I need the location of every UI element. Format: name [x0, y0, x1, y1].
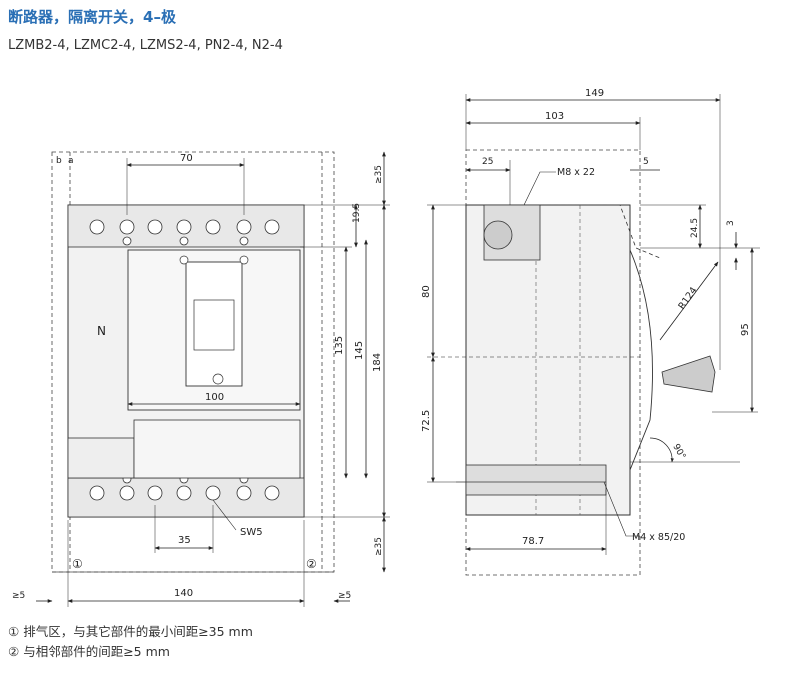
svg-text:19.5: 19.5	[352, 203, 362, 223]
svg-text:78.7: 78.7	[522, 536, 544, 547]
svg-text:R124: R124	[676, 285, 699, 312]
marker-2: ②	[306, 557, 317, 571]
svg-text:3: 3	[726, 220, 736, 226]
svg-text:70: 70	[180, 153, 193, 164]
svg-text:145: 145	[354, 341, 365, 360]
svg-text:b: b	[56, 156, 62, 166]
side-view: 149 103 25 M8 x 22 5 24.5 3 80 72.5	[421, 88, 760, 576]
marker-1: ①	[72, 557, 83, 571]
aux-switch-label: SW5	[240, 527, 263, 538]
neutral-pole-label: N	[97, 324, 106, 338]
bottom-screw	[465, 464, 607, 496]
svg-text:149: 149	[585, 88, 604, 99]
svg-text:90°: 90°	[670, 443, 687, 462]
svg-text:≥5: ≥5	[12, 591, 25, 601]
svg-text:135: 135	[334, 336, 345, 355]
svg-text:a: a	[68, 156, 74, 166]
svg-text:140: 140	[174, 588, 193, 599]
svg-text:35: 35	[178, 535, 191, 546]
svg-text:≥5: ≥5	[338, 591, 351, 601]
side-handle	[661, 355, 716, 393]
screw-top-label: M8 x 22	[557, 167, 595, 178]
top-terminals	[89, 219, 280, 246]
model-list: LZMB2-4, LZMC2-4, LZMS2-4, PN2-4, N2-4	[8, 38, 283, 53]
svg-text:100: 100	[205, 392, 224, 403]
svg-text:103: 103	[545, 111, 564, 122]
note-2: ② 与相邻部件的间距≥5 mm	[8, 644, 170, 659]
bottom-terminals	[89, 474, 280, 501]
svg-text:≥35: ≥35	[374, 165, 384, 184]
svg-text:80: 80	[421, 285, 432, 298]
svg-text:95: 95	[740, 323, 751, 336]
svg-text:72.5: 72.5	[421, 410, 432, 432]
svg-text:5: 5	[643, 157, 649, 167]
svg-text:≥35: ≥35	[374, 537, 384, 556]
note-1: ① 排气区，与其它部件的最小间距≥35 mm	[8, 624, 253, 639]
svg-text:25: 25	[482, 157, 493, 167]
screw-bottom-label: M4 x 85/20	[632, 532, 685, 543]
svg-text:24.5: 24.5	[690, 218, 700, 238]
page-title: 断路器，隔离开关，4–极	[8, 8, 176, 26]
svg-text:184: 184	[372, 353, 383, 372]
front-view: N b a 70 100 35 SW5 140 ≥5 ≥5 ① ②	[12, 151, 390, 607]
